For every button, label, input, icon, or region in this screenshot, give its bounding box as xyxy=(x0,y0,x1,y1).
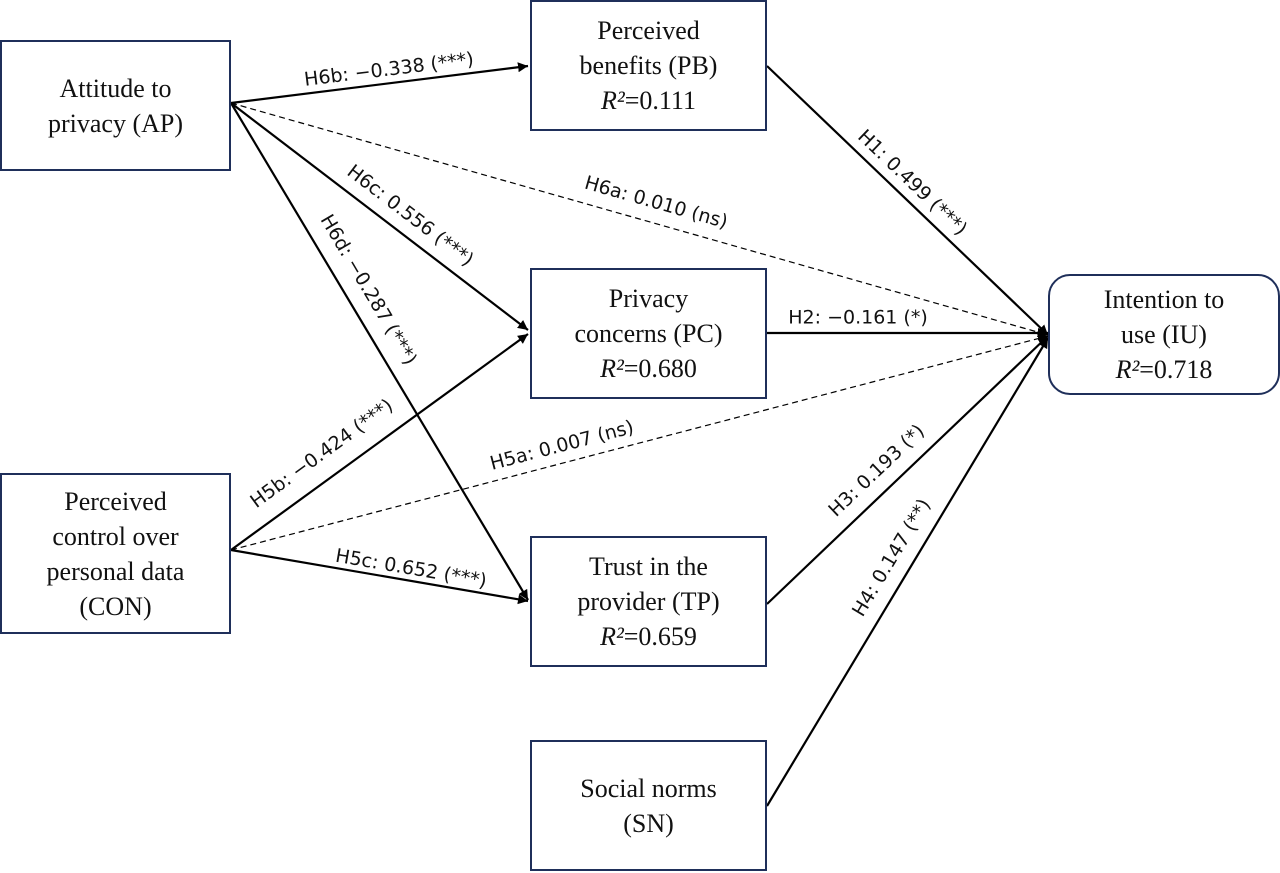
node-iu-line-2: use (IU) xyxy=(1121,320,1207,349)
node-con-line-1: Perceived xyxy=(64,486,167,516)
edge-label-h5c: H5c: 0.652 (***) xyxy=(334,545,489,592)
edge-label-h5b: H5b: −0.424 (***) xyxy=(246,395,397,513)
node-intention-to-use: Intention to use (IU) R²=0.718 xyxy=(1048,274,1280,395)
node-ap-line-2: privacy (AP) xyxy=(47,108,183,138)
edge-label-h6c: H6c: 0.556 (***) xyxy=(343,160,478,270)
node-pc-line-1: Privacy xyxy=(608,284,689,313)
edge-h5c xyxy=(230,548,529,605)
node-con-line-4: (CON) xyxy=(79,591,152,621)
node-ap-line-1: Attitude to xyxy=(59,73,172,103)
node-con-line-3: personal data xyxy=(46,556,185,586)
node-iu-r2-value: =0.718 xyxy=(1139,355,1213,384)
edge-h1 xyxy=(766,65,1049,336)
node-pc-r2-value: =0.680 xyxy=(623,354,697,383)
node-pb-line-1: Perceived xyxy=(597,16,700,45)
node-perceived-control: Perceived control over personal data (CO… xyxy=(0,473,231,634)
node-pb-line-2: benefits (PB) xyxy=(579,51,718,80)
r2-symbol: R² xyxy=(600,354,624,383)
edge-h6a xyxy=(230,102,1049,338)
node-con-line-2: control over xyxy=(52,521,179,551)
edge-h6b xyxy=(230,62,529,105)
node-pc-r2: R²=0.680 xyxy=(600,351,697,386)
node-trust-in-provider: Trust in the provider (TP) R²=0.659 xyxy=(530,536,767,667)
edge-h5a xyxy=(230,333,1049,551)
r2-symbol: R² xyxy=(601,86,625,115)
node-attitude-to-privacy: Attitude to privacy (AP) xyxy=(0,40,231,171)
edge-h4 xyxy=(766,337,1049,807)
node-iu-line-1: Intention to xyxy=(1103,285,1225,314)
node-sn-line-1: Social norms xyxy=(580,773,717,803)
node-tp-line-1: Trust in the xyxy=(589,552,708,581)
edge-h6d xyxy=(230,102,529,601)
node-pc-line-2: concerns (PC) xyxy=(574,319,723,348)
node-pb-r2: R²=0.111 xyxy=(601,83,696,118)
node-tp-r2-value: =0.659 xyxy=(623,622,697,651)
node-perceived-benefits: Perceived benefits (PB) R²=0.111 xyxy=(530,0,767,131)
node-tp-r2: R²=0.659 xyxy=(600,619,697,654)
node-social-norms: Social norms (SN) xyxy=(530,740,767,871)
edge-h6c xyxy=(230,102,529,331)
r2-symbol: R² xyxy=(1115,355,1140,384)
node-privacy-concerns: Privacy concerns (PC) R²=0.680 xyxy=(530,268,767,399)
edge-label-h1: H1: 0.499 (***) xyxy=(853,125,971,240)
node-pb-r2-value: =0.111 xyxy=(624,86,696,115)
node-iu-r2: R²=0.718 xyxy=(1116,352,1213,387)
node-tp-line-2: provider (TP) xyxy=(577,587,720,616)
edge-h3 xyxy=(766,335,1049,605)
edge-label-h5a: H5a: 0.007 (ns) xyxy=(488,416,636,475)
node-sn-line-2: (SN) xyxy=(623,808,674,838)
edge-h5b xyxy=(230,333,529,551)
edge-label-h2: H2: −0.161 (*) xyxy=(788,307,928,329)
r2-symbol: R² xyxy=(600,622,624,651)
edge-label-h6d: H6d: −0.287 (***) xyxy=(316,211,422,369)
